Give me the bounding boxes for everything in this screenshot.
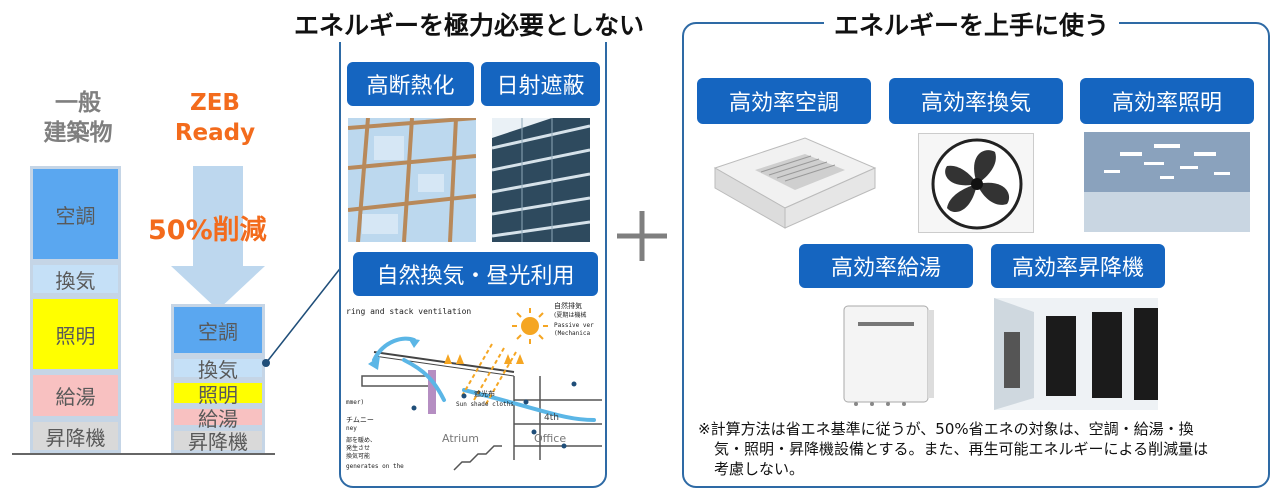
svg-text:generates on the: generates on the (346, 463, 404, 470)
general-building-label: 一般 建築物 (28, 88, 128, 148)
svg-text:換気可能: 換気可能 (346, 452, 370, 460)
general-light: 照明 (30, 296, 121, 372)
zeb-label-line1: ZEB (190, 90, 240, 116)
reduction-arrow-head (171, 266, 265, 310)
svg-text:発生させ: 発生させ (346, 444, 370, 452)
zeb-light: 照明 (171, 380, 265, 407)
svg-text:(Mechanica: (Mechanica (554, 330, 591, 337)
svg-text:4th: 4th (544, 413, 559, 423)
water-heater-photo (836, 300, 940, 410)
svg-text:ring and stack ventilation: ring and stack ventilation (346, 307, 471, 316)
natural-vent-label: 自然換気・昼光利用 (353, 252, 598, 296)
right-panel-title: エネルギーを上手に使う (824, 6, 1120, 42)
reduction-label: 50%削減 (148, 215, 267, 246)
ventilation-illustration: ring and stack ventilation 自然排気 (夏期は機械 P… (346, 301, 602, 471)
hvac-illustration (713, 137, 877, 229)
label-hvac: 高効率空調 (697, 78, 871, 124)
note-line-3: 考慮しない。 (714, 460, 805, 478)
insulation-illustration (348, 118, 476, 242)
reduction-arrow-shaft (193, 166, 243, 266)
svg-text:mmer): mmer) (346, 399, 364, 406)
general-label-line2: 建築物 (43, 120, 113, 146)
insulation-photo (348, 118, 476, 242)
zeb-elevator: 昇降機 (171, 428, 265, 454)
shading-photo (492, 118, 590, 242)
shading-illustration (492, 118, 590, 242)
natural-vent-diagram: ring and stack ventilation 自然排気 (夏期は機械 P… (344, 300, 602, 472)
zeb-vent: 換気 (171, 356, 265, 382)
plus-icon (617, 211, 667, 261)
general-label-line1: 一般 (55, 90, 101, 116)
label-ventilation: 高効率換気 (889, 78, 1063, 124)
middle-panel-title: エネルギーを極力必要としない (288, 6, 651, 42)
svg-text:チムニー: チムニー (346, 416, 374, 424)
baseline (12, 453, 275, 455)
general-aircon: 空調 (30, 166, 121, 262)
shading-label: 日射遮蔽 (481, 62, 600, 106)
water-heater-illustration (843, 305, 934, 406)
lighting-photo (1084, 132, 1250, 232)
elevator-illustration (994, 298, 1158, 410)
svg-text:Passive ver: Passive ver (554, 322, 594, 329)
label-water-heater: 高効率給湯 (799, 244, 973, 288)
connector-line (262, 260, 347, 367)
label-lighting: 高効率照明 (1080, 78, 1254, 124)
label-elevator: 高効率昇降機 (991, 244, 1165, 288)
zeb-aircon: 空調 (171, 304, 265, 356)
svg-text:Atrium: Atrium (442, 432, 479, 445)
hvac-photo (695, 128, 879, 236)
note-line-1: ※計算方法は省エネ基準に従うが、50%省エネの対象は、空調・給湯・換 (698, 420, 1194, 438)
general-water: 給湯 (30, 372, 121, 419)
lighting-illustration (1084, 132, 1250, 232)
general-elevator: 昇降機 (30, 419, 121, 453)
note-line-2: 気・照明・昇降機設備とする。また、再生可能エネルギーによる削減量は (714, 440, 1209, 458)
elevator-photo (994, 298, 1158, 410)
svg-text:自然排気: 自然排気 (554, 301, 582, 310)
general-vent: 換気 (30, 262, 121, 296)
svg-text:部を暖め、: 部を暖め、 (346, 436, 376, 444)
plus-sign (615, 196, 669, 276)
fan-illustration (931, 138, 1023, 230)
svg-text:ney: ney (346, 425, 357, 432)
fan-photo (918, 133, 1034, 233)
zeb-ready-label: ZEB Ready (160, 88, 270, 148)
zeb-water: 給湯 (171, 406, 265, 431)
svg-text:(夏期は機械: (夏期は機械 (554, 311, 586, 319)
zeb-label-line2: Ready (174, 120, 256, 146)
insulation-label: 高断熱化 (347, 62, 474, 106)
calculation-note: ※計算方法は省エネ基準に従うが、50%省エネの対象は、空調・給湯・換 気・照明・… (698, 419, 1264, 479)
svg-text:遮光布: 遮光布 (474, 389, 495, 398)
svg-text:Sun shade cloths: Sun shade cloths (456, 401, 514, 408)
svg-text:Office: Office (534, 432, 566, 445)
